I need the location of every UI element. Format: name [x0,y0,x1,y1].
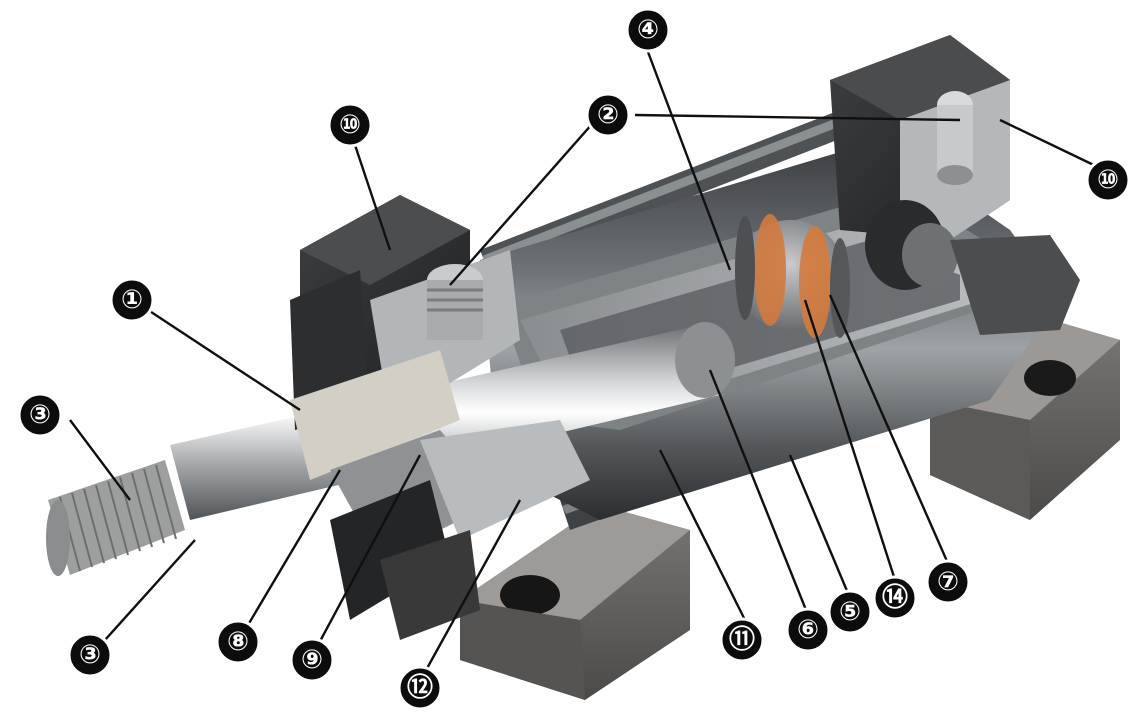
callout-8: ⑧ [215,619,261,665]
callout-11: ⑪ [719,617,765,663]
svg-text:⑫: ⑫ [407,672,433,703]
callout-12: ⑫ [397,665,443,711]
svg-text:⑭: ⑭ [882,582,908,613]
front-port-fitting [427,264,483,340]
callout-1: ① [109,277,155,323]
callout-3-rod-end: ③ [17,392,63,438]
leader-lines [69,51,1101,673]
svg-text:②: ② [597,100,619,130]
callout-3-lower: ③ [67,632,113,678]
svg-text:⑧: ⑧ [227,627,249,657]
svg-text:⑩: ⑩ [339,110,361,140]
front-mounting-foot [460,505,690,700]
callout-6: ⑥ [785,607,831,653]
svg-text:④: ④ [637,15,659,45]
callout-4: ④ [625,7,671,53]
rear-cushion-detail [865,200,1080,335]
callout-10-front: ⑩ [327,102,373,148]
callout-2: ② [585,92,631,138]
svg-text:⑪: ⑪ [729,624,755,655]
callout-14: ⑭ [872,575,918,621]
svg-text:⑥: ⑥ [797,615,819,645]
svg-text:③: ③ [79,640,101,670]
callout-7: ⑦ [925,559,971,605]
svg-text:⑩: ⑩ [1097,165,1119,195]
callout-9: ⑨ [289,637,335,683]
svg-text:③: ③ [29,400,51,430]
callout-5: ⑤ [827,589,873,635]
svg-text:⑨: ⑨ [301,645,323,675]
lower-front-block [330,480,480,640]
threaded-rod-end [46,460,185,576]
rear-end-cap [830,35,1010,240]
piston [735,214,850,338]
svg-text:①: ① [121,285,143,315]
svg-text:⑤: ⑤ [839,597,861,627]
svg-text:⑦: ⑦ [937,567,959,597]
callout-10-rear: ⑩ [1085,157,1131,203]
